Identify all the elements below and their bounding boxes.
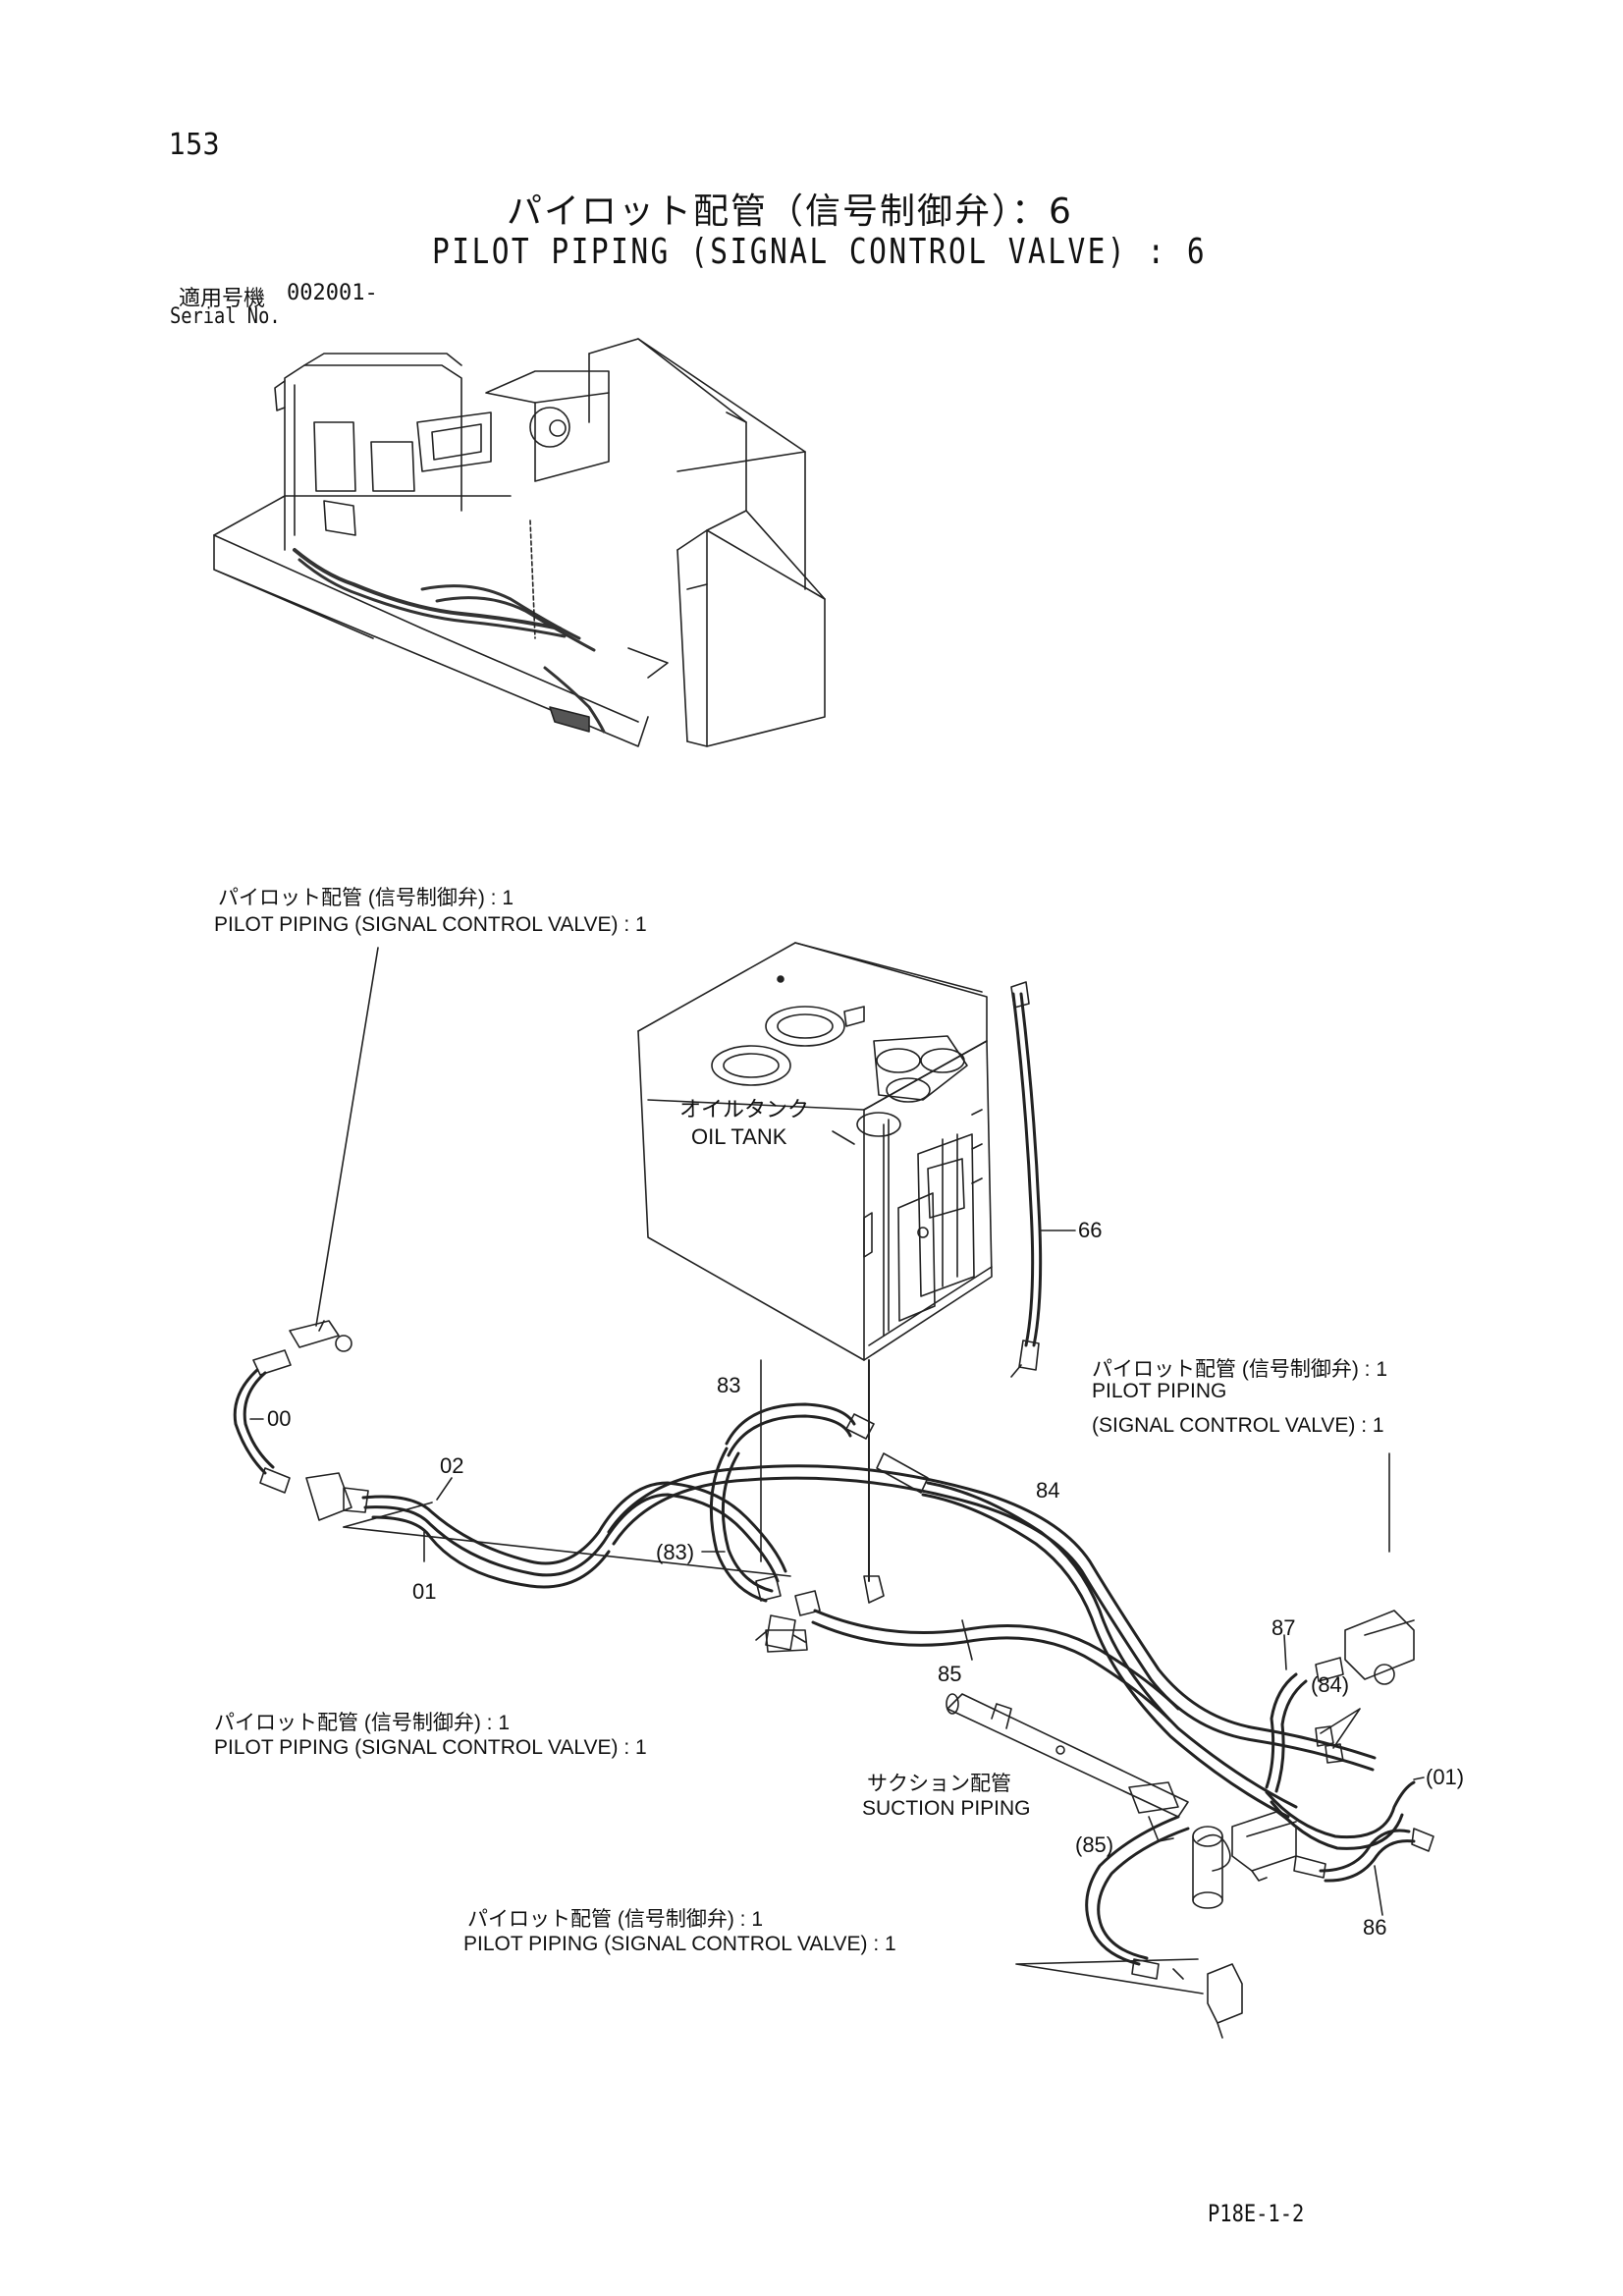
callout-top-left-jp: パイロット配管 (信号制御弁) : 1 <box>218 887 514 909</box>
page-title-en: PILOT PIPING (SIGNAL CONTROL VALVE) : 6 <box>432 232 1208 272</box>
part-number-66: 66 <box>1078 1218 1103 1242</box>
part-number-02: 02 <box>440 1453 464 1478</box>
part-number-83: 83 <box>717 1373 741 1397</box>
part-number-86: 86 <box>1363 1915 1387 1940</box>
serial-number: 002001- <box>287 281 378 305</box>
callout-right-jp: パイロット配管 (信号制御弁) : 1 <box>1092 1358 1388 1381</box>
part-number-85-ref: (85) <box>1075 1832 1114 1857</box>
callout-bottom-jp: パイロット配管 (信号制御弁) : 1 <box>467 1908 764 1931</box>
footer-code: P18E-1-2 <box>1208 2200 1305 2227</box>
machine-overview <box>214 339 825 746</box>
callout-right-en1: PILOT PIPING <box>1092 1380 1227 1402</box>
page-number: 153 <box>169 128 220 162</box>
oil-tank-label-jp: オイルタンク <box>679 1097 810 1121</box>
callout-mid-left-jp: パイロット配管 (信号制御弁) : 1 <box>214 1712 511 1734</box>
part-number-85: 85 <box>938 1662 962 1686</box>
page-title-jp: パイロット配管（信号制御弁）：6 <box>507 191 1073 232</box>
serial-label-en: Serial No. <box>170 304 281 329</box>
part-number-84-ref: (84) <box>1311 1672 1350 1697</box>
callout-right-en2: (SIGNAL CONTROL VALVE) : 1 <box>1092 1414 1384 1437</box>
part-number-00: 00 <box>267 1406 292 1431</box>
part-number-01-ref: (01) <box>1426 1765 1465 1789</box>
part-number-87: 87 <box>1271 1615 1296 1640</box>
serial-label-jp: 適用号機 <box>179 287 266 311</box>
oil-tank-label-en: OIL TANK <box>691 1124 787 1149</box>
suction-piping-label-en: SUCTION PIPING <box>862 1797 1031 1820</box>
callout-mid-left-en: PILOT PIPING (SIGNAL CONTROL VALVE) : 1 <box>214 1736 647 1759</box>
part-number-84: 84 <box>1036 1478 1060 1503</box>
callout-bottom-en: PILOT PIPING (SIGNAL CONTROL VALVE) : 1 <box>463 1933 896 1955</box>
part-number-83-ref: (83) <box>656 1540 695 1564</box>
part-number-01: 01 <box>412 1579 437 1604</box>
piping-drawing <box>235 948 1434 2038</box>
oil-tank-drawing <box>638 943 1075 1377</box>
suction-piping-label-jp: サクション配管 <box>867 1773 1011 1795</box>
callout-top-left-en: PILOT PIPING (SIGNAL CONTROL VALVE) : 1 <box>214 913 647 936</box>
